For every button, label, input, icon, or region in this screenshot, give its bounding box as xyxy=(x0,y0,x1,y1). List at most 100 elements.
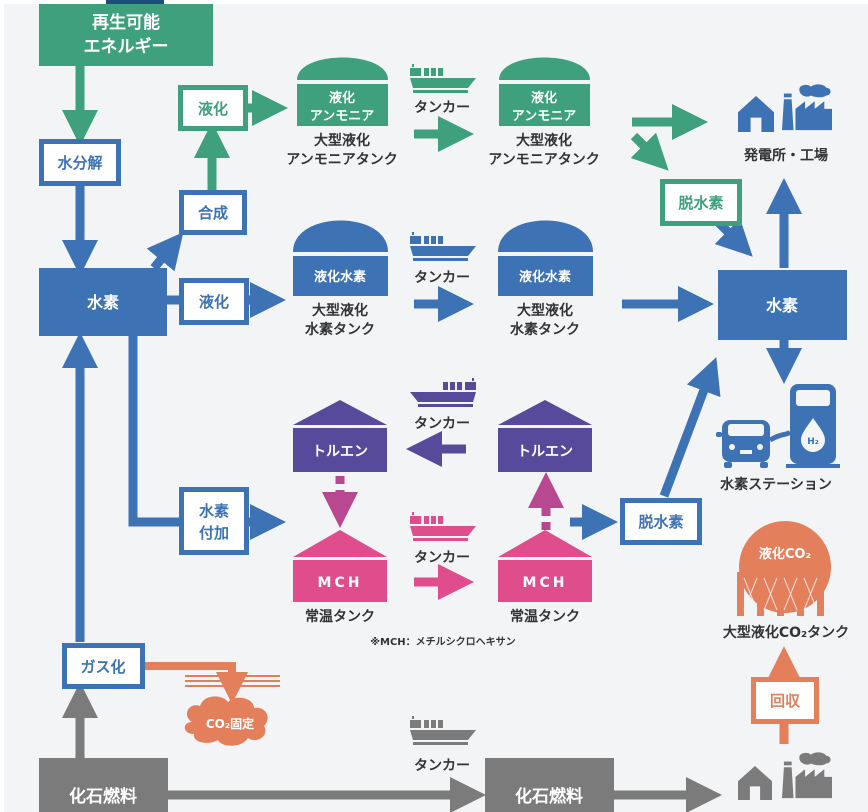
co2-underground-lines xyxy=(185,675,280,687)
hydrogen-tank-origin: 液化水素 大型液化 水素タンク xyxy=(293,220,388,338)
toluene-tank-label: トルエン xyxy=(312,444,368,460)
co2-tank-caption: 大型液化CO₂タンク xyxy=(723,624,849,641)
toluene-tank-destination: トルエン xyxy=(498,400,592,472)
mch-tank-caption: 常温タンク xyxy=(305,608,375,625)
fossil-fuel-dest-box: 化石燃料 xyxy=(485,758,614,812)
electrolysis-box: 水分解 xyxy=(39,139,121,186)
renewable-line2: エネルギー xyxy=(84,37,169,57)
hydrogenation-line1: 水素 xyxy=(199,502,229,520)
hydrogen-tank-label: 液化水素 xyxy=(314,269,366,285)
arrow-hydrogen-to-synthesis xyxy=(146,232,184,272)
dehydrogenation-mch-label: 脱水素 xyxy=(638,513,683,531)
mch-tank-dest-caption: 常温タンク xyxy=(510,608,580,625)
mch-tank-origin: MCH 常温タンク xyxy=(293,530,387,625)
tanker-fossil-label: タンカー xyxy=(414,758,470,774)
ship-icon xyxy=(410,378,476,407)
dehydrogenation-ammonia-box: 脱水素 xyxy=(660,179,742,226)
fuel-pump-icon: H₂ xyxy=(786,384,840,468)
ammonia-tank-caption-line2: アンモニアタンク xyxy=(286,152,397,168)
ammonia-tank-label-line1: 液化 xyxy=(329,90,355,106)
factory-icon xyxy=(782,752,832,799)
hydrogen-dest-label: 水素 xyxy=(766,296,798,315)
tanker-ammonia-label: タンカー xyxy=(414,100,470,116)
hydrogen-tank-caption-line2: 水素タンク xyxy=(305,321,375,338)
toluene-tank-origin: トルエン xyxy=(293,400,387,472)
tanker-toluene: タンカー xyxy=(410,378,476,432)
h2-badge: H₂ xyxy=(807,437,819,447)
co2-tank-label: 液化CO₂ xyxy=(759,546,811,562)
hydrogen-tank-destination: 液化水素 大型液化 水素タンク xyxy=(498,220,593,338)
active-tab-indicator xyxy=(106,0,164,4)
arrow-dehydrogenation-mch-to-hydrogen xyxy=(659,357,721,498)
ship-icon xyxy=(410,512,476,541)
tanker-ammonia: タンカー xyxy=(410,64,476,116)
hydrogenation-box: 水素 付加 xyxy=(179,487,249,555)
fossil-plant-destination xyxy=(738,752,832,800)
renewable-energy-box: 再生可能 エネルギー xyxy=(39,4,213,66)
ammonia-tank-destination: 液化 アンモニア 大型液化 アンモニアタンク xyxy=(488,57,600,168)
co2-fixation-cloud: CO₂固定 xyxy=(184,696,268,746)
arrow-ammonia-to-dehydrogenation xyxy=(630,132,669,171)
ship-icon xyxy=(410,716,476,745)
mch-tank-dest-label: MCH xyxy=(523,575,568,591)
fossil-fuel-box: 化石燃料 xyxy=(39,758,168,812)
liquefy-hydrogen-box: 液化 xyxy=(179,278,249,325)
hydrogen-dest-box: 水素 xyxy=(718,270,847,340)
hydrogenation-line2: 付加 xyxy=(199,524,229,542)
fuel-hose xyxy=(768,430,792,443)
ammonia-tank-dest-label-line2: アンモニア xyxy=(512,109,576,124)
liquefy-ammonia-label: 液化 xyxy=(198,100,228,118)
ammonia-tank-dest-caption-line2: アンモニアタンク xyxy=(488,152,599,168)
connectors xyxy=(62,66,802,812)
plant-label: 発電所・工場 xyxy=(743,147,828,164)
ship-icon xyxy=(410,232,476,261)
tanker-mch-label: タンカー xyxy=(414,550,470,566)
ammonia-tank-label-line2: アンモニア xyxy=(310,109,374,124)
hydrogen-tank-dest-label: 液化水素 xyxy=(519,269,571,285)
recovery-label: 回収 xyxy=(770,692,801,710)
fossil-fuel-label: 化石燃料 xyxy=(69,786,137,807)
electrolysis-label: 水分解 xyxy=(57,154,102,172)
car-icon xyxy=(716,420,770,468)
hydrogen-label: 水素 xyxy=(87,293,119,312)
co2-tank: 液化CO₂ 大型液化CO₂タンク xyxy=(723,521,849,641)
ammonia-tank-caption-line1: 大型液化 xyxy=(314,132,370,149)
recovery-box: 回収 xyxy=(751,677,819,724)
left-border xyxy=(0,0,4,812)
ammonia-tank-origin: 液化 アンモニア 大型液化 アンモニアタンク xyxy=(286,57,398,168)
tanker-fossil: タンカー xyxy=(410,716,476,774)
tanker-hydrogen: タンカー xyxy=(410,232,476,286)
dehydrogenation-ammonia-label: 脱水素 xyxy=(678,194,723,212)
hydrogen-tank-dest-caption-line2: 水素タンク xyxy=(510,321,580,338)
ship-icon xyxy=(410,64,476,93)
hydrogen-tank-caption-line1: 大型液化 xyxy=(312,302,368,319)
renewable-line1: 再生可能 xyxy=(92,12,160,33)
gasification-label: ガス化 xyxy=(80,658,125,676)
connector-hydrogen-to-hydrogenation xyxy=(128,336,182,527)
tanker-mch: タンカー xyxy=(410,512,476,566)
station-label: 水素ステーション xyxy=(720,476,832,493)
tanker-hydrogen-label: タンカー xyxy=(414,270,470,286)
co2-fixation-label: CO₂固定 xyxy=(206,716,254,731)
house-icon xyxy=(738,96,774,132)
ammonia-tank-dest-label-line1: 液化 xyxy=(531,90,557,106)
hydrogen-station: H₂ 水素ステーション xyxy=(716,384,840,493)
plant-factory-destination: 発電所・工場 xyxy=(738,84,832,164)
hydrogen-tank-dest-caption-line1: 大型液化 xyxy=(517,302,573,319)
mch-tank-destination: MCH 常温タンク xyxy=(498,530,592,625)
top-border xyxy=(0,0,868,4)
fossil-fuel-dest-label: 化石燃料 xyxy=(515,786,583,807)
liquefy-hydrogen-label: 液化 xyxy=(199,293,229,311)
mch-footnote: ※MCH：メチルシクロヘキサン xyxy=(370,636,515,648)
synthesis-box: 合成 xyxy=(179,190,247,235)
factory-icon xyxy=(782,84,832,131)
hydrogen-box: 水素 xyxy=(39,268,167,336)
house-icon xyxy=(738,766,772,800)
mch-tank-label: MCH xyxy=(318,575,363,591)
dehydrogenation-mch-box: 脱水素 xyxy=(620,498,702,545)
tanker-toluene-label: タンカー xyxy=(414,416,470,432)
toluene-tank-dest-label: トルエン xyxy=(517,444,573,460)
gasification-box: ガス化 xyxy=(62,643,145,689)
liquefy-ammonia-box: 液化 xyxy=(178,85,248,131)
